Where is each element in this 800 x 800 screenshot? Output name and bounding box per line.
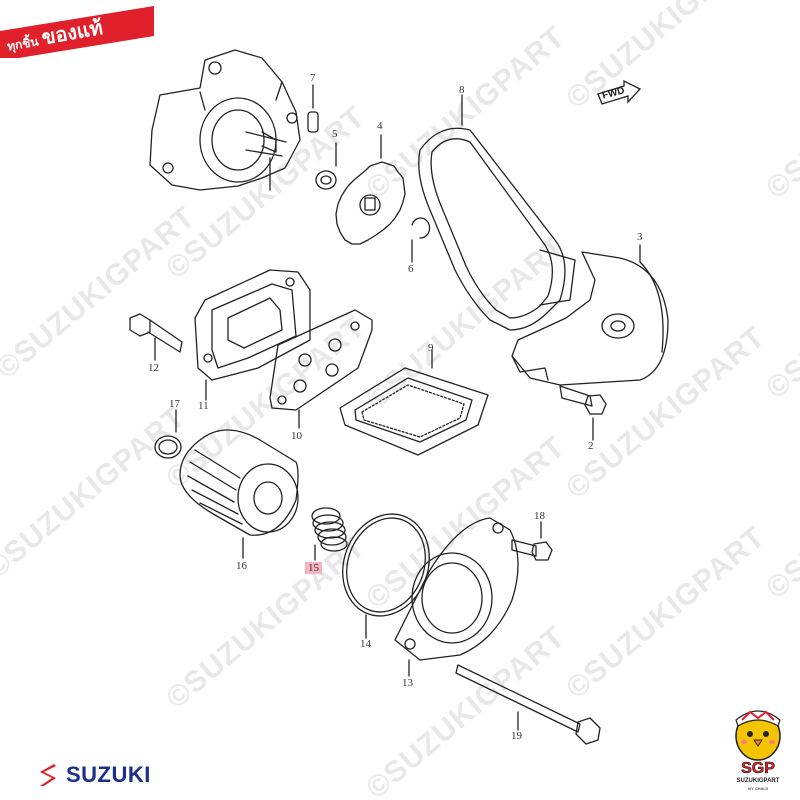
part-number-label: 19 xyxy=(511,730,522,742)
part-number-label: 9 xyxy=(428,342,434,354)
spring xyxy=(311,507,348,561)
part-number-label: 3 xyxy=(637,231,643,243)
circlip xyxy=(411,217,431,263)
drive-chain xyxy=(418,94,576,331)
gasket xyxy=(269,309,373,429)
mascot-chick-icon xyxy=(735,710,781,761)
part-number-label: 11 xyxy=(198,400,209,412)
mascot-name: SGP xyxy=(741,760,775,778)
part-number-label: 18 xyxy=(534,510,545,522)
bolt xyxy=(511,521,553,561)
o-ring xyxy=(154,409,182,459)
part-number-label: 12 xyxy=(148,362,159,374)
banner-big-text: ของแท้ xyxy=(39,15,105,50)
banner-small-text: ทุกชิ้น xyxy=(6,34,40,54)
part-number-label: 16 xyxy=(236,560,247,572)
sgp-mascot: SGP SUZUKIGPART BY CHAIJI xyxy=(728,698,788,794)
fwd-arrow-icon: FWD xyxy=(596,78,642,108)
part-number-label: 2 xyxy=(588,440,594,452)
long-bolt xyxy=(455,664,601,745)
pin xyxy=(307,84,319,133)
part-number-label: 4 xyxy=(377,120,383,132)
part-number-label: 10 xyxy=(291,430,302,442)
part-number-label: 13 xyxy=(402,677,413,689)
bolt xyxy=(129,313,183,361)
part-number-label: 17 xyxy=(169,398,180,410)
part-number-label: 8 xyxy=(459,84,465,96)
washer xyxy=(315,142,337,190)
oil-pump-body xyxy=(149,49,301,191)
brand-name: SUZUKI xyxy=(66,762,151,787)
oil-screen xyxy=(339,349,489,456)
oil-filter xyxy=(179,429,299,559)
chain-guide-cover xyxy=(511,244,669,386)
part-number-label: 5 xyxy=(332,128,338,140)
sprocket xyxy=(335,134,406,245)
part-number-label: 6 xyxy=(408,263,414,275)
o-ring-large xyxy=(342,513,430,639)
highlighted-part-number-label: 15 xyxy=(305,562,322,574)
genuine-parts-banner: ทุกชิ้นของแท้ xyxy=(0,6,154,62)
mascot-tag: BY CHAIJI xyxy=(748,786,768,791)
part-number-label: 7 xyxy=(310,72,316,84)
filter-cover xyxy=(394,517,519,677)
suzuki-brand: SUZUKI xyxy=(34,762,151,788)
suzuki-logo-icon xyxy=(40,764,56,786)
bolt xyxy=(559,385,607,441)
part-number-label: 14 xyxy=(360,638,371,650)
oil-strainer-housing xyxy=(194,269,311,401)
mascot-subtitle: SUZUKIGPART xyxy=(736,778,780,784)
